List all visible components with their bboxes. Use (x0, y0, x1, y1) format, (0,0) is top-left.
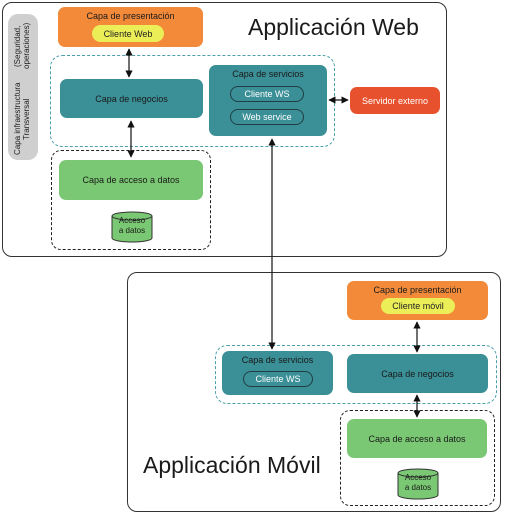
mobile-presentation-label: Capa de presentación (373, 285, 462, 295)
web-data-store-icon (111, 211, 153, 243)
mobile-data-store-line2: a datos (404, 483, 432, 492)
web-data-access-layer: Capa de acceso a datos (59, 160, 203, 200)
mobile-services-label: Capa de servicios (241, 355, 314, 365)
mobile-data-store-icon (397, 468, 439, 500)
mobile-data-store-label: Acceso a datos (396, 473, 440, 493)
mobile-application-title: Applicación Móvil (143, 452, 321, 478)
mobile-data-access-label: Capa de acceso a datos (368, 433, 466, 444)
mobile-client: Cliente móvil (381, 298, 455, 314)
web-data-access-label: Capa de acceso a datos (82, 175, 180, 185)
web-services-client-ws-label: Cliente WS (244, 89, 290, 99)
web-presentation-label: Capa de presentación (86, 11, 175, 21)
web-services-label: Capa de servicios (232, 69, 304, 79)
web-service-label: Web service (242, 112, 292, 122)
web-service: Web service (230, 109, 304, 125)
mobile-business-layer: Capa de negocios (347, 354, 488, 393)
mobile-business-label: Capa de negocios (381, 368, 454, 379)
web-business-label: Capa de negocios (95, 93, 168, 104)
mobile-data-access-layer: Capa de acceso a datos (347, 419, 487, 458)
mobile-client-label: Cliente móvil (392, 301, 444, 311)
web-data-store-line2: a datos (118, 226, 146, 235)
mobile-business-services-group (215, 345, 497, 404)
mobile-services-client-ws: Cliente WS (243, 371, 313, 387)
web-business-layer: Capa de negocios (60, 79, 203, 118)
web-data-store-label: Acceso a datos (110, 216, 154, 236)
external-server-label: Servidor externo (361, 95, 429, 106)
web-application-title: Applicación Web (248, 14, 419, 40)
mobile-data-store-line1: Acceso (404, 473, 432, 482)
mobile-services-client-ws-label: Cliente WS (255, 374, 301, 384)
mobile-services-layer: Capa de servicios (222, 351, 333, 395)
web-client-label: Cliente Web (103, 28, 153, 39)
web-data-store-line1: Acceso (118, 216, 146, 225)
external-server: Servidor externo (350, 87, 440, 114)
web-services-client-ws: Cliente WS (230, 86, 304, 102)
web-client: Cliente Web (92, 25, 164, 42)
